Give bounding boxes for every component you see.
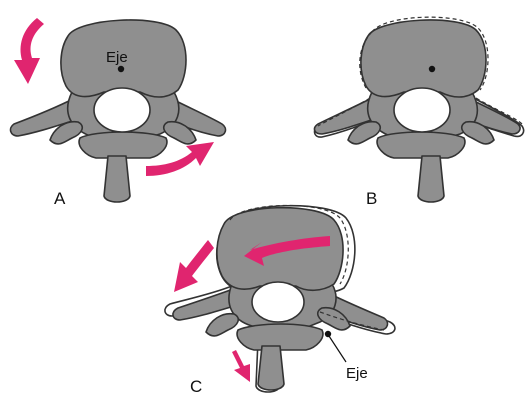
lamina [377, 132, 465, 158]
vertebral-body [361, 20, 486, 97]
spinous-process [258, 346, 284, 390]
panel-c: Eje C [165, 205, 395, 394]
axis-dot-icon [118, 66, 124, 72]
panel-label-a: A [54, 189, 66, 208]
axis-label-a: Eje [106, 49, 128, 66]
articular-process-left [206, 314, 238, 336]
spinous-process [418, 156, 444, 202]
axis-dot-icon [429, 66, 435, 72]
axis-leader-line [329, 336, 346, 362]
rotation-arrow-icon [232, 350, 250, 382]
panel-b: B [315, 17, 524, 208]
axis-label-c: Eje [346, 365, 368, 382]
vertebral-foramen [94, 88, 150, 132]
panel-label-b: B [366, 189, 377, 208]
lamina [79, 132, 167, 158]
panel-a: Eje A [11, 18, 226, 208]
rotation-arrow-icon [174, 240, 214, 292]
axis-dot-icon [325, 331, 331, 337]
rotation-arrow-icon [14, 18, 44, 84]
vertebral-foramen [394, 88, 450, 132]
spinous-process [104, 156, 130, 202]
vertebral-foramen [252, 282, 304, 322]
panel-label-c: C [190, 377, 202, 394]
